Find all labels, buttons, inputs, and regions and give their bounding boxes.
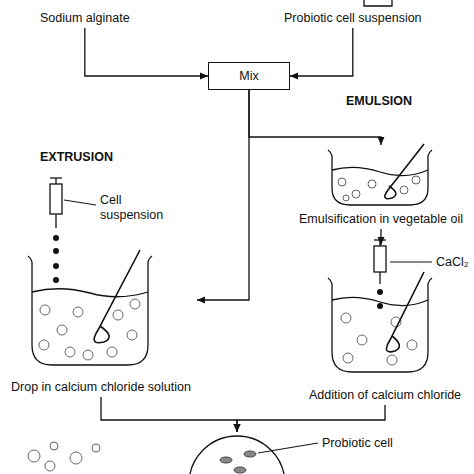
source-text: Probiotic cell suspension [282, 9, 424, 28]
flow-connector [101, 397, 241, 432]
tube-edge [364, 0, 392, 6]
probiotic-cells [220, 451, 256, 473]
node-text: Probiotic cell suspension [284, 11, 422, 26]
beaker [328, 278, 432, 372]
arrow-head [290, 73, 298, 80]
arrow-head [197, 297, 205, 304]
arrow-head [234, 424, 241, 432]
leader-line [64, 200, 96, 205]
stirrer [386, 272, 424, 352]
arrow-head [234, 424, 241, 432]
beads [341, 313, 417, 365]
stirrer [385, 144, 424, 199]
arrow-head [378, 137, 385, 145]
beaker [328, 150, 432, 205]
oil-surface [332, 167, 428, 175]
oil-surface [332, 297, 428, 305]
connector-line [197, 90, 249, 300]
arrow-head [200, 73, 208, 80]
flow-connector [85, 28, 208, 80]
callout-text: CaCl₂ [436, 255, 469, 270]
node-text: Addition of calcium chloride [302, 388, 468, 403]
leader-line [390, 262, 432, 263]
connector-line [101, 397, 237, 432]
drops [377, 289, 383, 309]
beaker [28, 256, 152, 365]
capsule-product: Probiotic cell [189, 432, 397, 472]
node-text: Sodium alginate [40, 11, 130, 26]
process-box: Mix [208, 62, 290, 90]
connector-line [290, 28, 353, 76]
arrow-head [378, 237, 385, 245]
node-text: Mix [239, 69, 258, 84]
liquid-surface [32, 289, 148, 297]
step-illustration: Drop in calcium chloride solution [5, 245, 197, 397]
droplets [338, 176, 420, 201]
leader-line [258, 443, 318, 453]
step-illustration: Emulsification in vegetable oil [291, 145, 471, 229]
stirrer [94, 250, 140, 343]
section-heading: EMULSION [346, 94, 412, 109]
syringe [374, 240, 386, 284]
flow-connector [197, 90, 249, 304]
node-text: Drop in calcium chloride solution [5, 380, 197, 395]
node-text: Probiotic cell [322, 436, 393, 451]
drops [53, 235, 59, 283]
callout-text: Cell suspension [100, 193, 172, 223]
connector-line [85, 28, 208, 76]
beads [39, 299, 140, 360]
flow-connector [234, 405, 386, 432]
section-heading: EXTRUSION [40, 150, 113, 165]
syringe [50, 178, 62, 228]
flow-connector [290, 28, 353, 80]
capsule [189, 436, 285, 474]
connector-line [237, 405, 385, 432]
node-text: Emulsification in vegetable oil [291, 212, 471, 227]
source-text: Sodium alginate [38, 9, 132, 28]
loose-beads [28, 442, 100, 471]
flow-connector [378, 229, 385, 245]
